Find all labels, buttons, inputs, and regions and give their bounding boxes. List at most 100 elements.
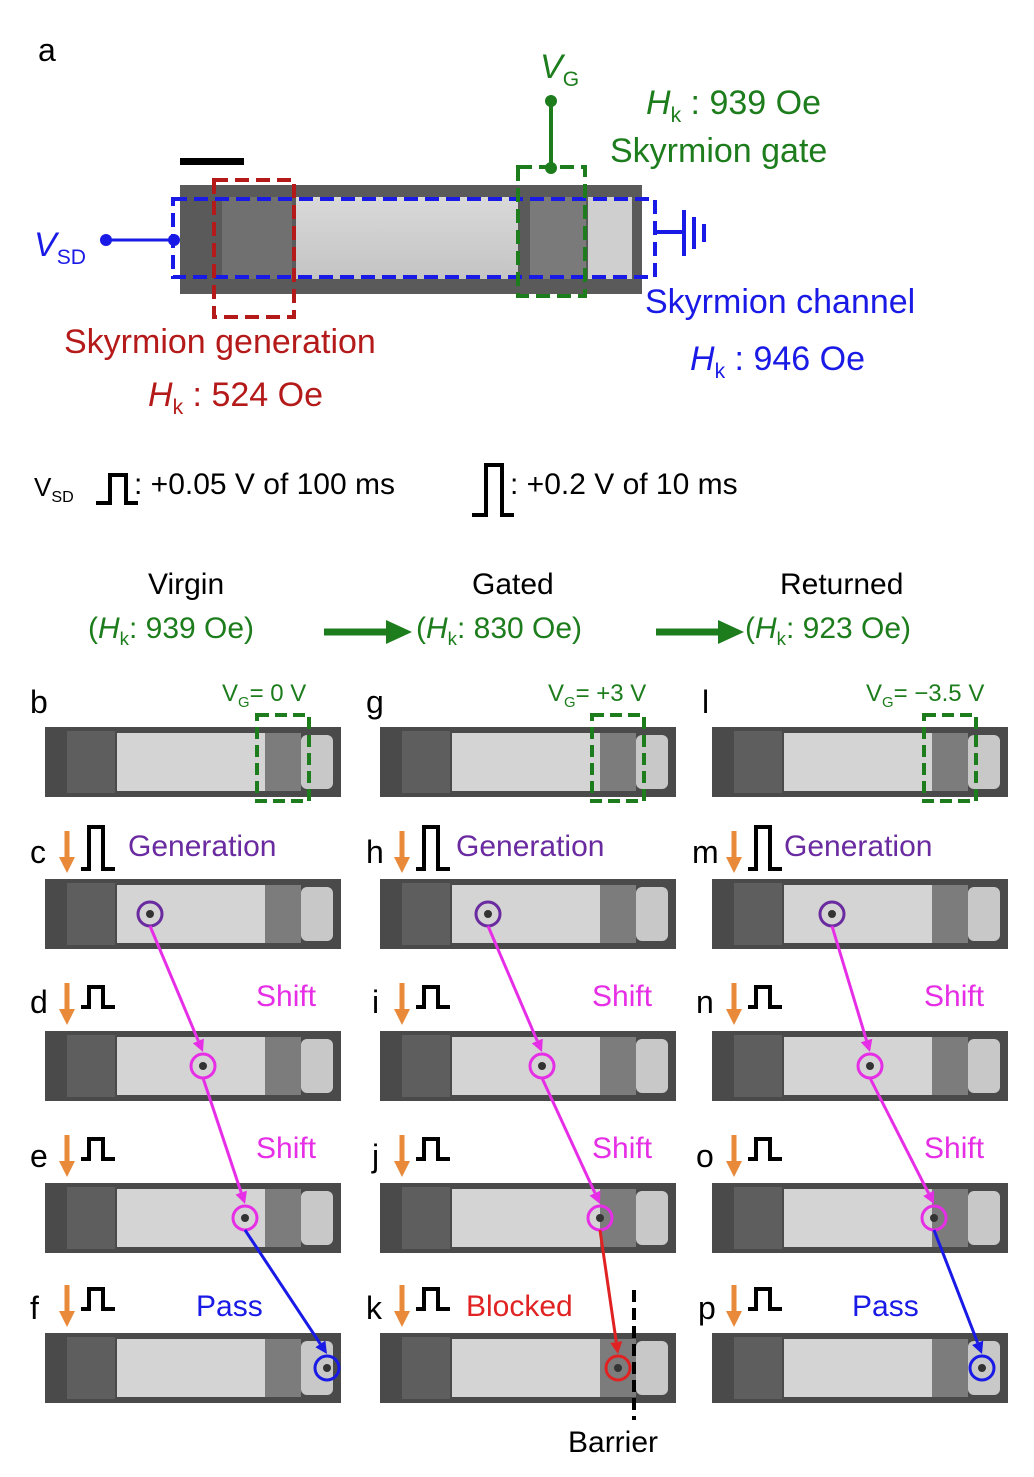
- panel-letter-j: j: [372, 1138, 380, 1174]
- strip-c3-r1-channel: [784, 733, 932, 791]
- panel-letter-f: f: [30, 1290, 39, 1326]
- short-pulse-c3-r4: [748, 1137, 782, 1161]
- state-returned-hk: (Hk: 923 Oe): [745, 612, 912, 649]
- step-generation-col2: Generation: [456, 830, 605, 863]
- strip-c1-r3-gate-region: [265, 1037, 301, 1095]
- strip-c2-r2-end: [636, 887, 668, 941]
- down-arrow-head-c1-r2: [59, 857, 75, 873]
- move-arrow-head-c2-r3: [589, 1190, 601, 1204]
- strip-c2-r4-channel: [452, 1189, 600, 1247]
- gate-contact: [545, 162, 557, 174]
- generation-dashed-box: [212, 178, 296, 319]
- strip-c3-r3-gate-region: [932, 1037, 968, 1095]
- down-arrow-head-c1-r3: [59, 1009, 75, 1025]
- strip-c2-r1-gen-region: [402, 731, 450, 793]
- strip-c1-r5-gen-region: [67, 1337, 115, 1399]
- short-pulse-c2-r5: [416, 1287, 450, 1311]
- strip-c2-r3-channel: [452, 1037, 600, 1095]
- strip-c2-r1-channel: [452, 733, 600, 791]
- move-arrow-head-c3-r2: [860, 1038, 873, 1052]
- generation-region: [222, 197, 292, 279]
- state-arrow-2: [656, 620, 744, 644]
- strip-c2-r5-channel: [452, 1339, 600, 1397]
- channel-light-region: [296, 197, 518, 279]
- strip-c2-r3-skyrmion: [538, 1062, 546, 1070]
- move-arrow-c1-r3: [201, 1077, 243, 1194]
- generation-title: Skyrmion generation: [64, 323, 376, 361]
- strip-c3-r5-channel: [784, 1339, 932, 1397]
- strip-c3-r2-gen-region: [734, 883, 782, 945]
- step-shift2-col2: Shift: [592, 1132, 653, 1165]
- strip-c1-r3-skyrmion: [199, 1062, 207, 1070]
- generation-hk-label: Hk : 524 Oe: [148, 376, 323, 419]
- strip-c2-r1-gate-box: [590, 713, 646, 803]
- short-pulse-c1-r5: [81, 1287, 115, 1311]
- strip-c1-r2-skyrmion: [146, 910, 154, 918]
- down-arrow-head-c2-r2: [394, 857, 410, 873]
- state-returned-name: Returned: [780, 568, 904, 601]
- step-shift2-col1: Shift: [256, 1132, 317, 1165]
- gate-title: Skyrmion gate: [610, 132, 828, 170]
- down-arrow-head-c2-r3: [394, 1009, 410, 1025]
- strip-c2-r2-gate-region: [600, 885, 636, 943]
- short-pulse-c3-r5: [748, 1287, 782, 1311]
- strip-c1-r2-end: [301, 887, 333, 941]
- down-arrow-head-c2-r5: [394, 1311, 410, 1327]
- strip-c1-r1-gate-box: [255, 713, 311, 803]
- short-pulse-c2-r4: [416, 1137, 450, 1161]
- short-pulse-c2-r3: [416, 985, 450, 1009]
- channel-end-region: [588, 197, 632, 279]
- strip-c3-r3-skyrmion: [866, 1062, 874, 1070]
- barrier-label: Barrier: [568, 1426, 659, 1459]
- strip-c1-r5-skyrmion: [323, 1364, 331, 1372]
- strip-c3-r3-end: [968, 1039, 1000, 1093]
- strip-c2-r2-channel: [452, 885, 600, 943]
- vg-value-col1: VG= 0 V: [222, 680, 307, 711]
- strip-c1-r5-end: [301, 1341, 333, 1395]
- strip-c2-r4-gen-region: [402, 1187, 450, 1249]
- short-pulse-c3-r3: [748, 985, 782, 1009]
- strip-c3-r3-gen-region: [734, 1035, 782, 1097]
- move-arrow-c2-r4: [598, 1229, 618, 1343]
- strip-c1-r3-gen-region: [67, 1035, 115, 1097]
- strip-c1-r1-channel: [117, 733, 265, 791]
- down-arrow-head-c3-r2: [726, 857, 742, 873]
- long-pulse-c1: [81, 825, 115, 871]
- strip-c3-r4-channel: [784, 1189, 932, 1247]
- move-arrow-head-c1-r3: [235, 1190, 247, 1204]
- channel-title: Skyrmion channel: [645, 283, 916, 321]
- strip-c3-r2-end: [968, 887, 1000, 941]
- strip-c3-r5-skyrmion-ring: [968, 1354, 996, 1382]
- panel-letter-h: h: [366, 834, 384, 870]
- move-arrow-head-c2-r2: [531, 1038, 543, 1052]
- down-arrow-head-c1-r5: [59, 1311, 75, 1327]
- move-arrow-head-c1-r4: [315, 1340, 327, 1354]
- move-arrow-head-c3-r3: [923, 1190, 934, 1204]
- strip-c3-r1-gate-region: [932, 733, 968, 791]
- short-pulse-icon: [96, 473, 138, 505]
- long-pulse-c2: [416, 825, 450, 871]
- step-generation-col1: Generation: [128, 830, 277, 863]
- strip-c1-r2-gen-region: [67, 883, 115, 945]
- strip-c1-r4-gate-region: [265, 1189, 301, 1247]
- strip-c2-r5-skyrmion-ring: [604, 1354, 632, 1382]
- long-pulse-c3: [748, 825, 782, 871]
- vsd-label: VSD: [34, 226, 86, 269]
- move-arrow-c2-r3: [540, 1077, 597, 1194]
- ground-icon: [682, 210, 706, 256]
- strip-c3-r1-end: [968, 735, 1000, 789]
- step-generation-col3: Generation: [784, 830, 933, 863]
- vg-value-col2: VG= +3 V: [548, 680, 647, 711]
- strip-c3-r5-gate-region: [932, 1339, 968, 1397]
- strip-c1-r4-gen-region: [67, 1187, 115, 1249]
- move-arrow-c3-r3: [868, 1077, 930, 1194]
- strip-c3-r5-skyrmion: [978, 1364, 986, 1372]
- gate-region: [530, 197, 586, 279]
- step-pass-col1: Pass: [196, 1290, 263, 1323]
- strip-c1-r1-end: [301, 735, 333, 789]
- move-arrow-c1-r2: [148, 925, 200, 1042]
- strip-c3-r2-channel: [784, 885, 932, 943]
- panel-letter-e: e: [30, 1138, 48, 1174]
- strip-c1-r5-gate-region: [265, 1339, 301, 1397]
- down-arrow-head-c3-r5: [726, 1311, 742, 1327]
